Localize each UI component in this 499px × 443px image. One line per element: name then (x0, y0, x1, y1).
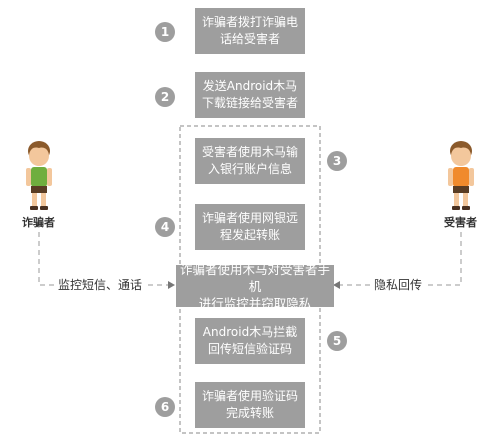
step-1-number: 1 (155, 22, 175, 42)
step-1-box: 诈骗者拨打诈骗电 话给受害者 (195, 8, 305, 54)
monitor-edge-label: 监控短信、通话 (56, 277, 145, 293)
monitoring-box: 诈骗者使用木马对受害者手机 进行监控并窃取隐私 (176, 262, 334, 311)
trojan-operations-frame (179, 125, 321, 434)
step-5-number: 5 (327, 331, 347, 351)
step-6-number: 6 (155, 397, 175, 417)
victim-label: 受害者 (444, 216, 477, 229)
step-5-box: Android木马拦截 回传短信验证码 (195, 318, 305, 364)
arrow-from-victim-icon (333, 281, 340, 289)
step-4-box: 诈骗者使用网银远 程发起转账 (195, 204, 305, 250)
arrow-to-center-icon (168, 281, 175, 289)
victim-figure (448, 141, 474, 210)
scammer-figure (26, 141, 52, 210)
step-6-box: 诈骗者使用验证码 完成转账 (195, 382, 305, 428)
step-3-number: 3 (327, 151, 347, 171)
step-2-number: 2 (155, 87, 175, 107)
step-4-number: 4 (155, 217, 175, 237)
step-3-box: 受害者使用木马输 入银行账户信息 (195, 138, 305, 184)
scammer-label: 诈骗者 (22, 216, 55, 229)
privacy-return-edge-label: 隐私回传 (372, 277, 425, 293)
step-2-box: 发送Android木马 下载链接给受害者 (195, 72, 305, 118)
